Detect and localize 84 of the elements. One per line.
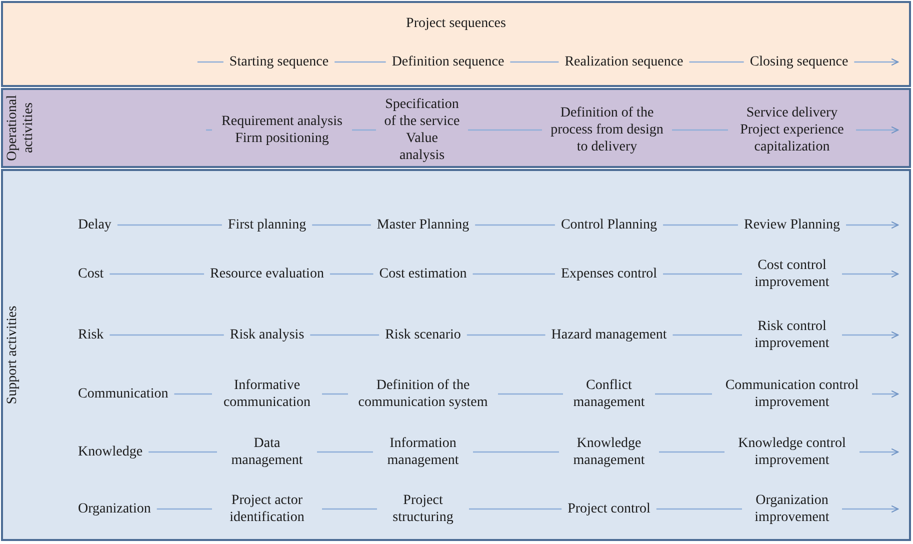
connector-line	[663, 224, 738, 226]
activity-label: Risk analysis	[224, 326, 310, 344]
connector-line	[472, 273, 555, 275]
connector-line	[206, 129, 212, 131]
activity-label: Closing sequence	[744, 54, 854, 70]
connector-line	[659, 451, 724, 453]
activity-label: Realization sequence	[558, 54, 690, 70]
connector-line	[468, 129, 542, 131]
activity-label: Knowledge management	[559, 435, 659, 469]
activity-label: Project actor identification	[212, 492, 322, 526]
activity-label: Definition of the process from design to delivery	[542, 104, 672, 156]
row-label: Risk	[72, 326, 110, 344]
connector-line	[672, 129, 728, 131]
connector-line	[310, 334, 380, 336]
section-band	[1, 88, 911, 168]
activity-label: Hazard management	[545, 326, 673, 344]
section-band	[1, 1, 911, 87]
activity-label: Risk scenario	[379, 326, 467, 344]
connector-line	[510, 61, 559, 63]
activity-label: Cost estimation	[373, 266, 473, 282]
connector-line	[317, 451, 373, 453]
row-label: Organization	[72, 500, 157, 518]
row-label: Cost	[72, 266, 110, 282]
section-heading: Operational activities	[5, 94, 37, 162]
activity-label: Project control	[562, 500, 656, 518]
connector-line	[330, 273, 374, 275]
arrow	[842, 331, 899, 339]
arrow	[856, 126, 899, 134]
connector-line	[663, 273, 742, 275]
arrow	[842, 505, 899, 513]
activity-label: Organization improvement	[742, 492, 842, 526]
activity-label: Definition sequence	[386, 54, 510, 70]
activity-label: First planning	[222, 216, 312, 234]
row-label: Delay	[72, 216, 118, 234]
activity-label: Review Planning	[738, 216, 846, 234]
connector-line	[174, 393, 212, 395]
connector-line	[475, 224, 555, 226]
connector-line	[148, 451, 217, 453]
activity-label: Specification of the service Value analysis	[376, 96, 468, 164]
connector-line	[312, 224, 371, 226]
activity-label: Expenses control	[554, 266, 664, 282]
activity-label: Requirement analysis Firm positioning	[212, 113, 352, 147]
activity-label: Communication control improvement	[712, 377, 872, 411]
activity-label: Risk control improvement	[742, 318, 842, 352]
section-band	[1, 169, 911, 541]
arrow	[842, 270, 899, 278]
connector-line	[655, 393, 712, 395]
arrow	[846, 221, 899, 229]
activity-label: Knowledge control improvement	[724, 435, 860, 469]
connector-line	[117, 224, 222, 226]
activity-label: Resource evaluation	[204, 266, 330, 282]
connector-line	[322, 393, 348, 395]
arrow	[854, 58, 899, 66]
row-label: Knowledge	[72, 444, 149, 460]
connector-line	[110, 334, 224, 336]
connector-line	[498, 393, 563, 395]
activity-label: Cost control improvement	[742, 257, 842, 291]
activity-label: Service delivery Project experience capitalization	[728, 104, 856, 156]
activity-label: Conflict management	[563, 377, 655, 411]
activity-label: Master Planning	[370, 216, 476, 234]
connector-line	[473, 451, 559, 453]
connector-line	[322, 508, 377, 510]
connector-line	[656, 508, 742, 510]
connector-line	[689, 61, 744, 63]
activity-label: Information management	[373, 435, 473, 469]
connector-line	[469, 508, 562, 510]
section-heading: Project sequences	[406, 15, 506, 32]
connector-line	[110, 273, 204, 275]
arrow	[872, 390, 899, 398]
connector-line	[334, 61, 386, 63]
arrow	[860, 448, 899, 456]
connector-line	[352, 129, 376, 131]
activity-label: Project structuring	[377, 492, 469, 526]
activity-label: Data management	[217, 435, 317, 469]
row-label: Communication	[72, 386, 174, 402]
section-heading: Support activities	[5, 306, 21, 404]
connector-line	[466, 334, 546, 336]
connector-line	[156, 508, 212, 510]
activity-label: Definition of the communication system	[348, 377, 498, 411]
activity-label: Control Planning	[554, 216, 664, 234]
activity-label: Starting sequence	[223, 54, 335, 70]
connector-line	[672, 334, 742, 336]
connector-line	[197, 61, 224, 63]
activity-label: Informative communication	[212, 377, 322, 411]
